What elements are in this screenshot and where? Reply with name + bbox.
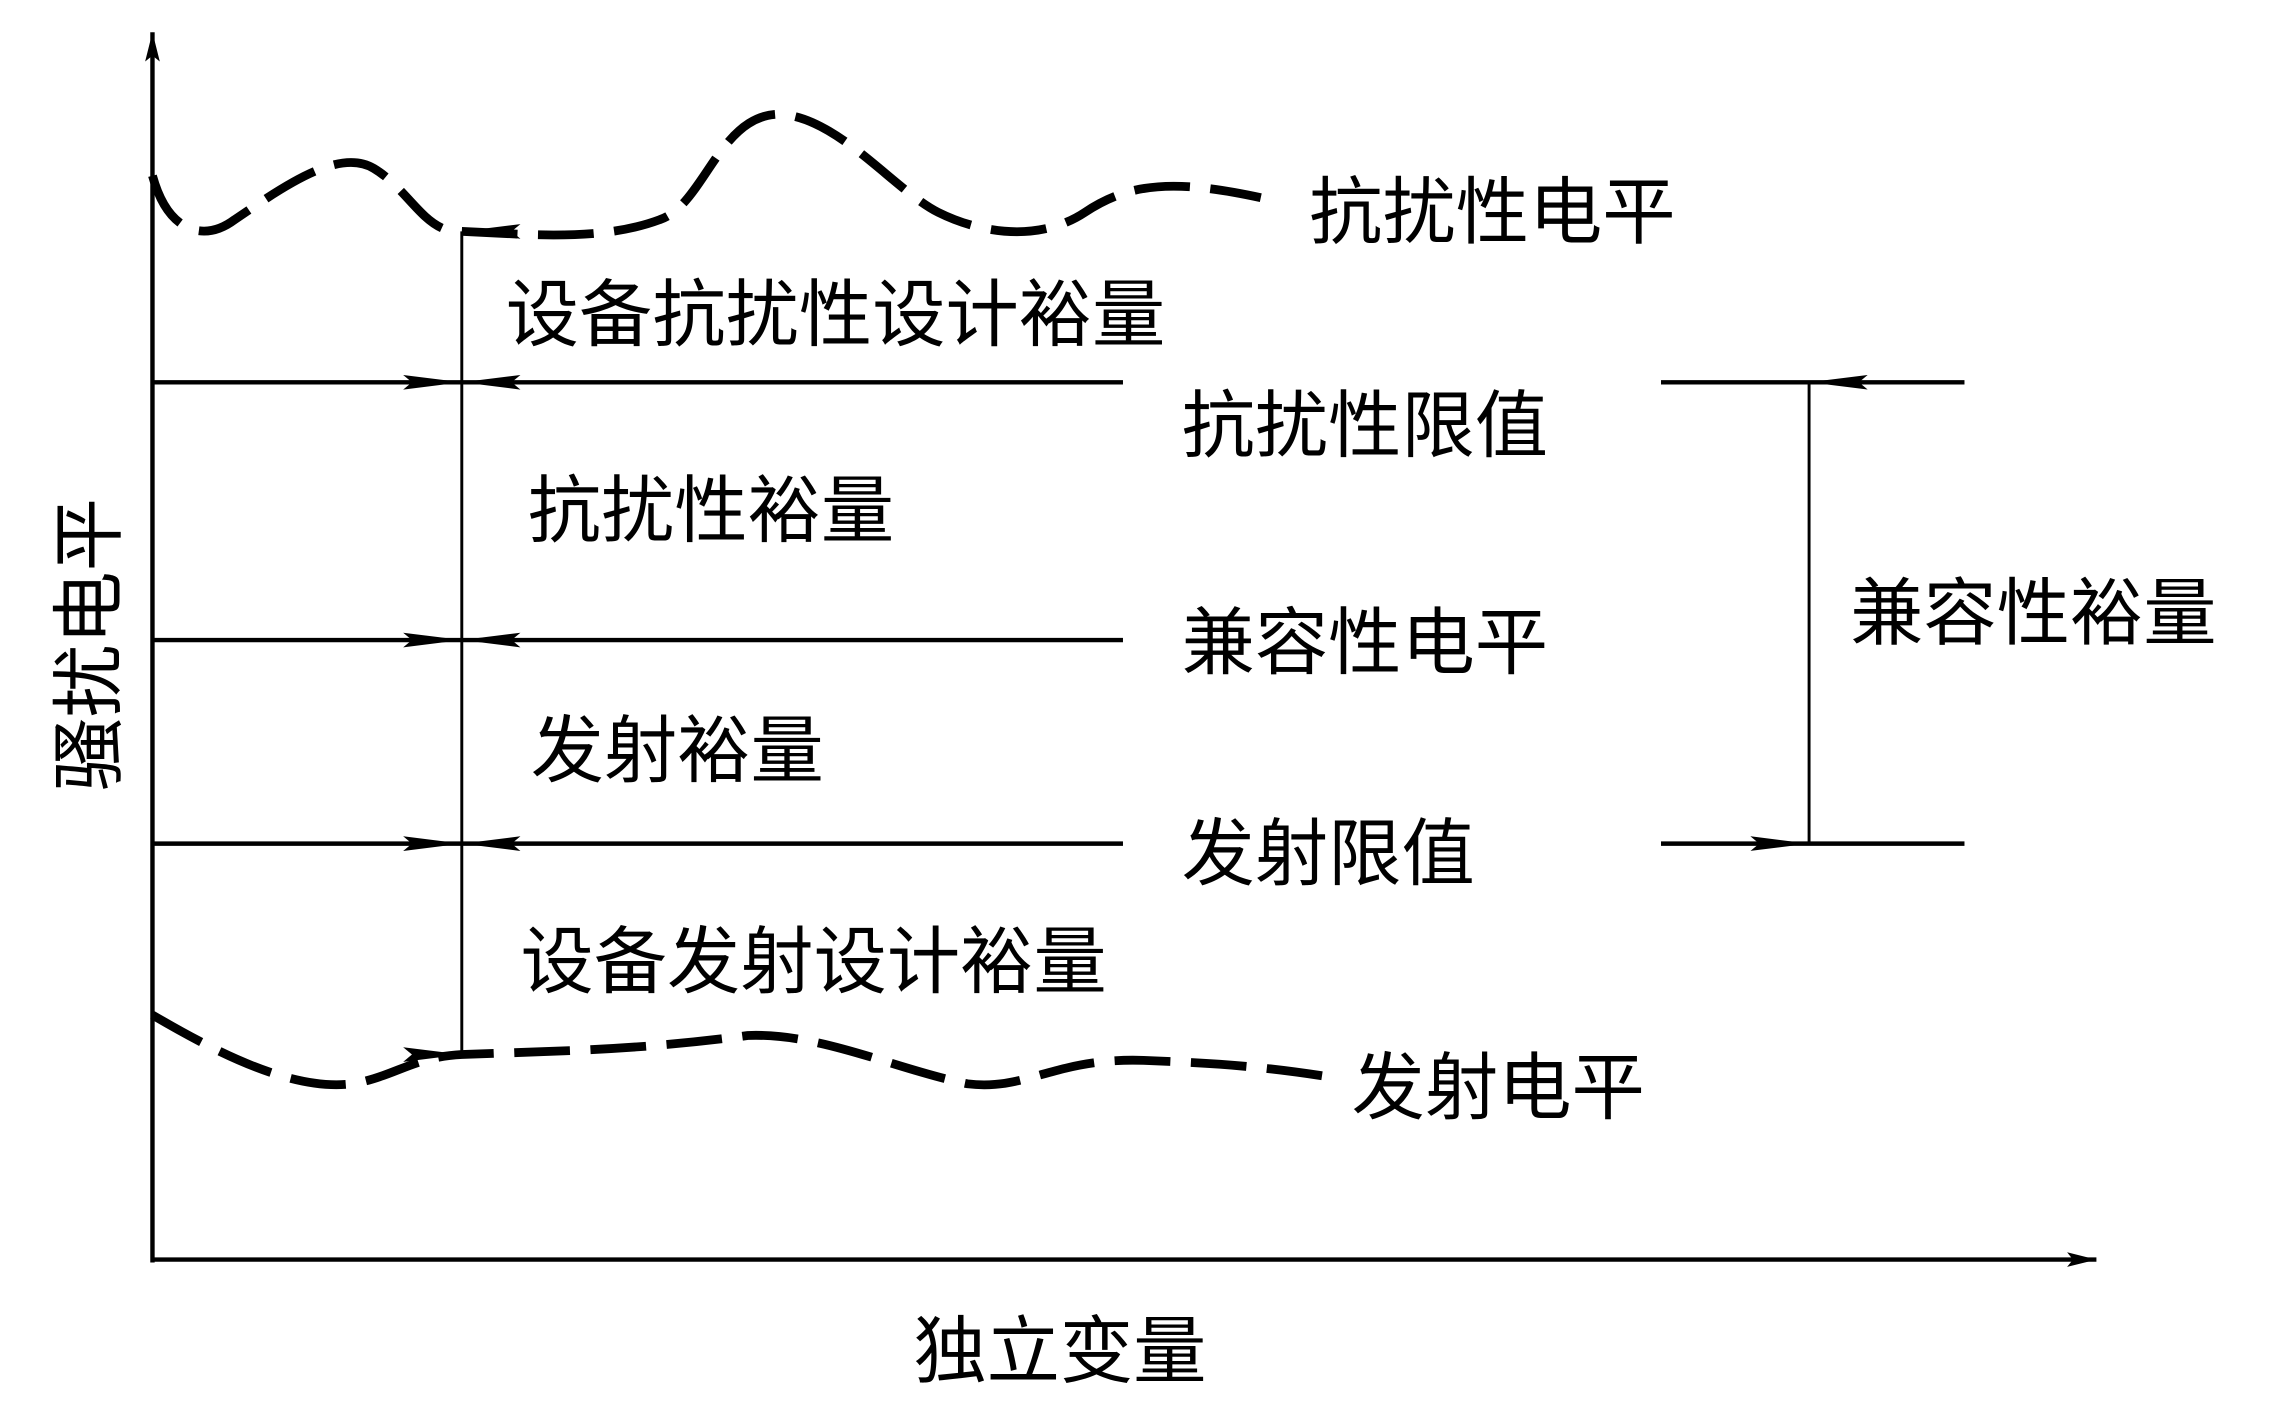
equipment-immunity-design-margin-label: 设备抗扰性设计裕量 [506,273,1166,358]
compatibility-level-label: 兼容性电平 [1182,601,1548,686]
compatibility-margin-label: 兼容性裕量 [1850,572,2216,657]
emission-level-label: 发射电平 [1352,1046,1645,1131]
immunity-limit-label: 抗扰性限值 [1182,384,1548,469]
x-axis-label: 独立变量 [913,1310,1206,1395]
immunity-level-curve [148,109,1262,240]
immunity-margin-label: 抗扰性裕量 [528,469,894,554]
immunity-level-label: 抗扰性电平 [1309,170,1675,255]
emission-limit-label: 发射限值 [1182,812,1475,897]
y-axis-label: 骚扰电平 [47,498,132,791]
equipment-emission-design-margin-label: 设备发射设计裕量 [520,920,1106,1005]
emission-margin-label: 发射裕量 [531,709,824,794]
emission-level-curve [150,1011,1328,1090]
